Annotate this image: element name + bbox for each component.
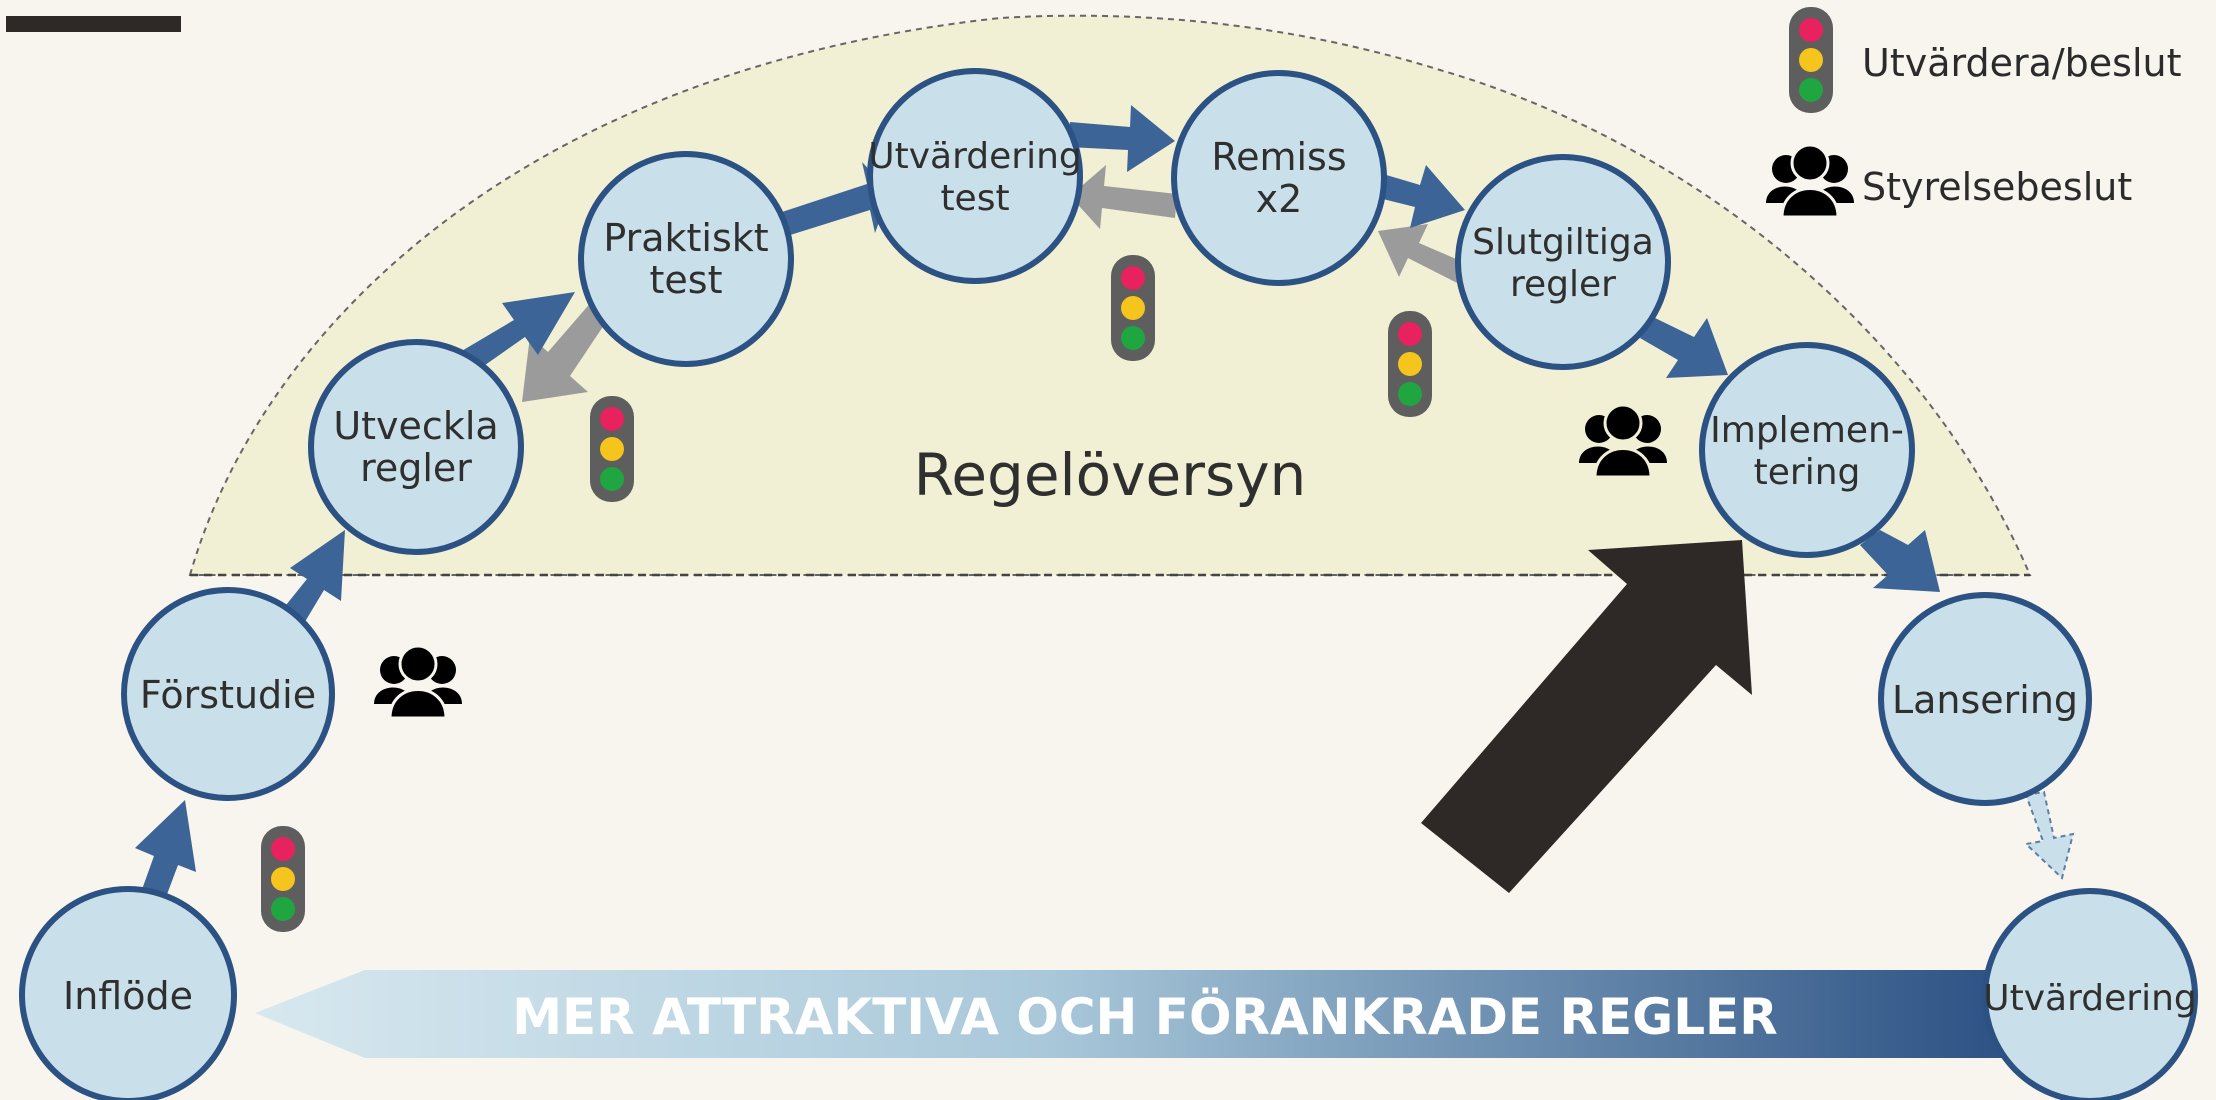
node-impl-label-2: tering xyxy=(1754,452,1861,493)
node-slut-label: Slutgiltiga xyxy=(1472,222,1654,263)
node-rem: Remiss x2 xyxy=(1171,70,1387,286)
node-lans-label: Lansering xyxy=(1892,678,2078,722)
legend: Utvärdera/beslut Styrelsebeslut xyxy=(1766,7,2182,219)
node-utv-label-2: regler xyxy=(360,446,472,490)
node-slut: Slutgiltiga regler xyxy=(1455,154,1671,370)
node-rem-label: Remiss xyxy=(1211,135,1346,179)
return-arrow xyxy=(1070,165,1177,229)
legend-label-board: Styrelsebeslut xyxy=(1862,165,2132,209)
people-icon xyxy=(1579,403,1667,479)
node-lans: Lansering xyxy=(1878,592,2092,806)
forward-arrow xyxy=(782,162,890,236)
forward-arrow xyxy=(1860,530,1940,592)
node-utvt-label: Utvärdering xyxy=(868,136,1081,177)
banner-text: MER ATTRAKTIVA OCH FÖRANKRADE REGLER xyxy=(512,987,1777,1046)
node-prak: Praktiskt test xyxy=(578,151,794,367)
node-infl: Inflöde xyxy=(19,886,237,1100)
diagram-title: Regelöversyn xyxy=(914,441,1307,509)
forward-arrow xyxy=(1068,105,1175,172)
traffic-light-icon xyxy=(1388,311,1432,417)
traffic-light-icon xyxy=(1789,7,1833,113)
forward-arrow xyxy=(460,292,575,372)
node-impl-label: Implemen- xyxy=(1710,410,1904,451)
node-forst-label: Förstudie xyxy=(140,673,316,717)
node-rem-label-2: x2 xyxy=(1256,177,1303,221)
highlight-arrow xyxy=(1421,540,1752,893)
node-prak-label: Praktiskt xyxy=(603,216,768,260)
dashed-arrow xyxy=(2023,790,2075,880)
people-icon xyxy=(374,644,462,720)
legend-label-evaluate: Utvärdera/beslut xyxy=(1862,41,2182,85)
forward-arrow xyxy=(135,800,196,905)
return-arrow xyxy=(522,300,610,402)
forward-arrow xyxy=(282,530,345,625)
node-infl-label: Inflöde xyxy=(63,974,193,1018)
node-slut-label-2: regler xyxy=(1510,264,1616,305)
forward-arrow xyxy=(1379,165,1465,228)
node-utvd: Utvärdering xyxy=(1982,888,2198,1100)
traffic-light-icon xyxy=(261,826,305,932)
forward-arrow xyxy=(1640,318,1728,378)
node-impl: Implemen- tering xyxy=(1699,342,1915,558)
node-utvt: Utvärdering test xyxy=(867,68,1083,284)
node-utvt-label-2: test xyxy=(940,178,1009,219)
top-bar xyxy=(6,16,181,32)
node-forst: Förstudie xyxy=(121,587,335,801)
traffic-light-icon xyxy=(1111,255,1155,361)
node-utvd-label: Utvärdering xyxy=(1983,978,2196,1019)
banner-arrow xyxy=(255,970,2010,1058)
node-utv: Utveckla regler xyxy=(308,339,524,555)
people-icon xyxy=(1766,143,1854,219)
node-prak-label-2: test xyxy=(650,258,723,302)
node-utv-label: Utveckla xyxy=(333,404,498,448)
return-arrow xyxy=(1378,224,1477,288)
traffic-light-icon xyxy=(590,396,634,502)
